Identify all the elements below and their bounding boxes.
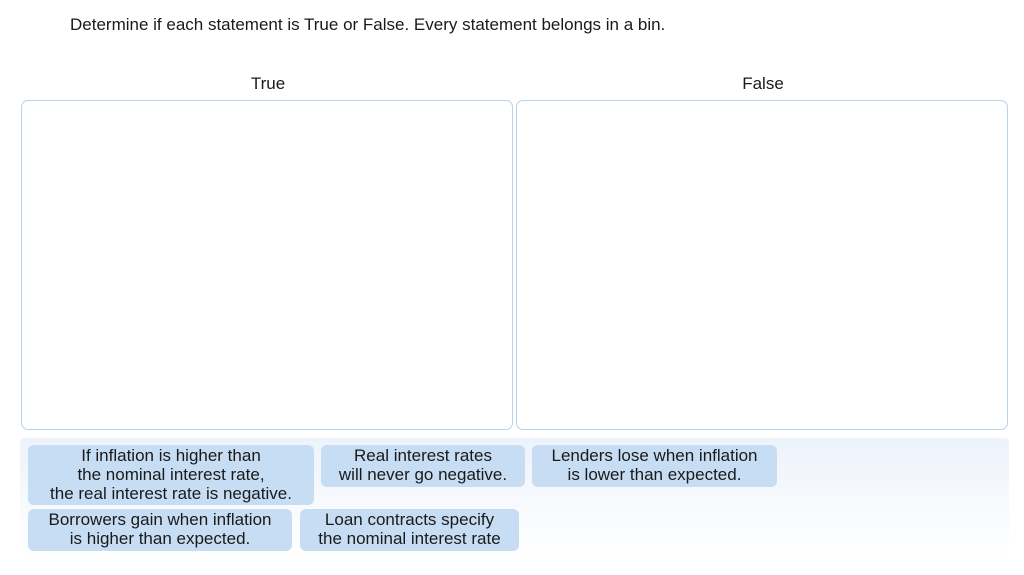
statement-chip[interactable]: Loan contracts specify the nominal inter… [300, 509, 519, 551]
statement-pool[interactable]: If inflation is higher than the nominal … [20, 438, 1009, 558]
statement-chip[interactable]: If inflation is higher than the nominal … [28, 445, 314, 505]
instructions: Determine if each statement is True or F… [70, 15, 666, 34]
statement-chip[interactable]: Lenders lose when inflation is lower tha… [532, 445, 777, 487]
bin-false-label: False [742, 74, 784, 93]
statement-chip[interactable]: Real interest rates will never go negati… [321, 445, 525, 487]
statement-chip[interactable]: Borrowers gain when inflation is higher … [28, 509, 292, 551]
bin-true-label: True [250, 74, 286, 93]
bin-true-dropzone[interactable] [21, 100, 513, 430]
bin-false-dropzone[interactable] [516, 100, 1008, 430]
